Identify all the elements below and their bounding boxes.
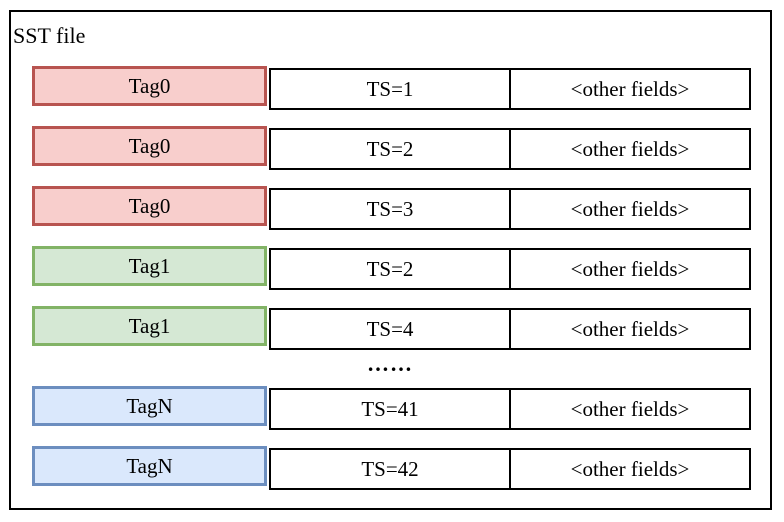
record-row: Tag1 TS=2 <other fields> [32, 246, 751, 290]
record-row: Tag0 TS=1 <other fields> [32, 66, 751, 110]
record-row: TagN TS=42 <other fields> [32, 446, 751, 490]
other-fields-cell: <other fields> [509, 188, 751, 230]
other-fields-cell: <other fields> [509, 248, 751, 290]
timestamp-cell: TS=41 [269, 388, 511, 430]
tag-cell: Tag1 [32, 306, 267, 346]
record-row: Tag0 TS=3 <other fields> [32, 186, 751, 230]
record-row: TagN TS=41 <other fields> [32, 386, 751, 430]
tag-cell: Tag0 [32, 66, 267, 106]
sst-file-title: SST file [13, 23, 86, 48]
timestamp-cell: TS=2 [269, 248, 511, 290]
other-fields-cell: <other fields> [509, 448, 751, 490]
timestamp-cell: TS=42 [269, 448, 511, 490]
tag-cell: TagN [32, 446, 267, 486]
tag-cell: TagN [32, 386, 267, 426]
record-row: Tag0 TS=2 <other fields> [32, 126, 751, 170]
record-row: Tag1 TS=4 <other fields> [32, 306, 751, 350]
other-fields-cell: <other fields> [509, 68, 751, 110]
timestamp-cell: TS=3 [269, 188, 511, 230]
tag-cell: Tag0 [32, 186, 267, 226]
record-rows: Tag0 TS=1 <other fields> Tag0 TS=2 <othe… [32, 66, 751, 508]
tag-cell: Tag0 [32, 126, 267, 166]
other-fields-cell: <other fields> [509, 388, 751, 430]
sst-file-box: SST file Tag0 TS=1 <other fields> Tag0 T… [9, 10, 772, 510]
other-fields-cell: <other fields> [509, 308, 751, 350]
tag-cell: Tag1 [32, 246, 267, 286]
ellipsis-row: …… [367, 351, 413, 376]
other-fields-cell: <other fields> [509, 128, 751, 170]
timestamp-cell: TS=4 [269, 308, 511, 350]
timestamp-cell: TS=2 [269, 128, 511, 170]
timestamp-cell: TS=1 [269, 68, 511, 110]
